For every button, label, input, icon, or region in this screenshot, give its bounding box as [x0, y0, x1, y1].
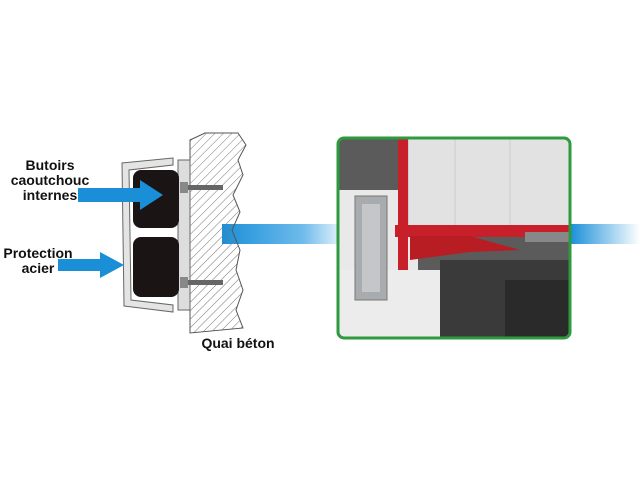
rubber-block-bottom	[133, 237, 179, 297]
arrow-rubber	[78, 180, 163, 210]
dock-photo	[336, 136, 572, 340]
truck-body	[407, 138, 570, 231]
label-line: caoutchouc	[10, 172, 90, 188]
photo-frame	[336, 136, 572, 340]
label-line: Protection	[3, 245, 73, 261]
bolt-bottom	[180, 277, 223, 288]
label-concrete-dock: Quai béton	[201, 335, 275, 351]
bolt-top	[180, 182, 223, 193]
label-rubber-bumpers: Butoirs caoutchouc internes	[2, 158, 98, 203]
label-line: internes	[22, 187, 78, 203]
label-steel-protection: Protection acier	[0, 246, 78, 276]
mounting-plate	[177, 159, 191, 311]
connector-bar-left	[222, 224, 338, 244]
connector-bar-right	[570, 224, 640, 244]
arrow-steel	[58, 252, 124, 278]
label-line: acier	[21, 260, 55, 276]
steel-protection	[121, 157, 174, 313]
label-line: Butoirs	[25, 157, 75, 173]
